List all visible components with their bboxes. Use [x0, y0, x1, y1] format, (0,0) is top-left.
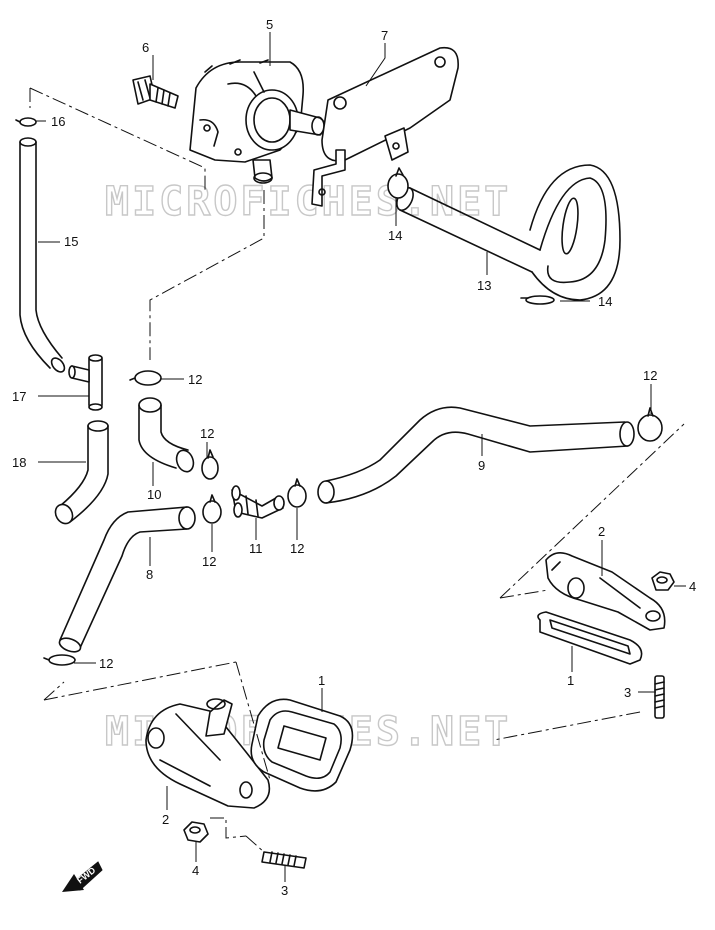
- callout-12-e: 12: [643, 368, 657, 383]
- hose-part-9[interactable]: [317, 406, 635, 504]
- clamp-part-16[interactable]: [15, 117, 37, 127]
- clamp-part-14-upper[interactable]: [387, 167, 409, 199]
- callout-3-bottom: 3: [281, 883, 288, 898]
- callout-1-right: 1: [567, 673, 574, 688]
- cover-part-2-bottom[interactable]: [145, 698, 271, 809]
- clamp-part-12-a[interactable]: [129, 370, 162, 386]
- callout-6: 6: [142, 40, 149, 55]
- callout-11: 11: [249, 541, 263, 556]
- reference-lines: [29, 87, 685, 853]
- callout-2-right: 2: [598, 524, 605, 539]
- stud-part-3-bottom[interactable]: [261, 851, 307, 869]
- callout-12-c: 12: [202, 554, 216, 569]
- forward-arrow-icon: FWD: [62, 861, 103, 892]
- callout-13: 13: [477, 278, 491, 293]
- tee-joint-part-17[interactable]: [68, 354, 103, 411]
- callout-18: 18: [12, 455, 26, 470]
- hose-part-13[interactable]: [394, 164, 621, 301]
- clamp-part-12-f[interactable]: [43, 654, 76, 666]
- callout-5: 5: [266, 17, 273, 32]
- callout-7: 7: [381, 28, 388, 43]
- callout-labels: 6 5 7 16 15 14 13 14 12 17 18 10 12 12 1…: [12, 17, 696, 898]
- callout-14-upper: 14: [388, 228, 402, 243]
- callout-4-right: 4: [689, 579, 696, 594]
- hose-part-10[interactable]: [138, 397, 196, 474]
- callout-12-d: 12: [290, 541, 304, 556]
- callout-12-f: 12: [99, 656, 113, 671]
- hose-part-8[interactable]: [58, 506, 196, 654]
- gasket-part-1-right[interactable]: [537, 611, 643, 665]
- callout-9: 9: [478, 458, 485, 473]
- air-valve-part-5[interactable]: [189, 59, 326, 184]
- callout-15: 15: [64, 234, 78, 249]
- callout-4-bottom: 4: [192, 863, 199, 878]
- cover-part-2-right[interactable]: [545, 552, 666, 631]
- hose-part-15[interactable]: [19, 137, 67, 374]
- clamp-part-12-d[interactable]: [287, 478, 307, 508]
- callout-16: 16: [51, 114, 65, 129]
- stud-part-3-right[interactable]: [654, 675, 665, 719]
- hose-part-18[interactable]: [52, 420, 109, 527]
- bolt-part-6[interactable]: [132, 75, 179, 109]
- callout-17: 17: [12, 389, 26, 404]
- callout-14-lower: 14: [598, 294, 612, 309]
- callout-3-right: 3: [624, 685, 631, 700]
- clamp-part-12-e[interactable]: [637, 407, 663, 442]
- clamp-part-12-c[interactable]: [202, 494, 222, 524]
- leader-lines: [36, 32, 686, 882]
- callout-1-bottom: 1: [318, 673, 325, 688]
- clamp-part-12-b[interactable]: [201, 449, 219, 480]
- clamp-part-14-lower[interactable]: [520, 295, 555, 305]
- callout-12-a: 12: [188, 372, 202, 387]
- gasket-part-1-bottom[interactable]: [250, 698, 354, 792]
- callout-8: 8: [146, 567, 153, 582]
- callout-12-b: 12: [200, 426, 214, 441]
- bracket-part-7[interactable]: [311, 46, 459, 207]
- callout-10: 10: [147, 487, 161, 502]
- nut-part-4-bottom[interactable]: [183, 821, 209, 843]
- watermark-top: MICROFICHES.NET: [105, 179, 511, 225]
- joint-part-11[interactable]: [231, 485, 285, 519]
- nut-part-4-right[interactable]: [651, 571, 675, 591]
- callout-2-bottom: 2: [162, 812, 169, 827]
